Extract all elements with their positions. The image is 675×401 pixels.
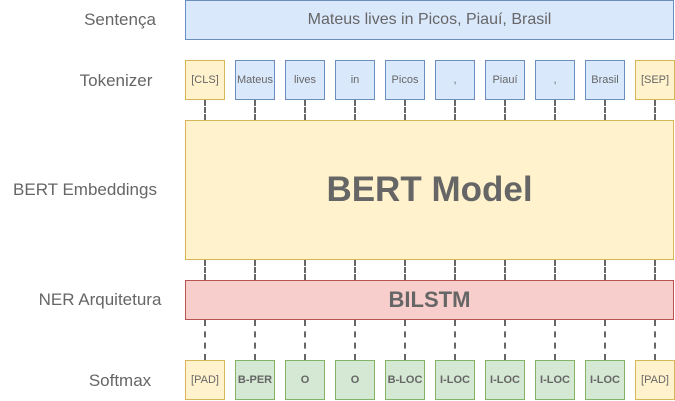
output-tag-label: [PAD] [641, 374, 669, 386]
output-tag-box: I-LOC [485, 360, 525, 400]
token-box: , [435, 60, 475, 100]
dashed-connector [404, 320, 406, 360]
output-tag-box: O [285, 360, 325, 400]
row-label-ner: NER Arquitetura [38, 290, 162, 309]
bert-model-box: BERT Model [185, 120, 674, 260]
dashed-connector [304, 260, 306, 280]
token-label: [CLS] [191, 74, 219, 86]
dashed-connector [454, 100, 456, 120]
dashed-connector [254, 260, 256, 280]
dashed-connector [454, 320, 456, 360]
token-label: lives [293, 74, 316, 86]
dashed-connector [604, 100, 606, 120]
sentence-box: Mateus lives in Picos, Piauí, Brasil [185, 0, 674, 40]
bert-model-label: BERT Model [326, 170, 533, 209]
dashed-connector [504, 260, 506, 280]
output-tag-box: O [335, 360, 375, 400]
dashed-connector [554, 320, 556, 360]
token-box: Piauí [485, 60, 525, 100]
dashed-connector [354, 320, 356, 360]
token-label: [SEP] [640, 74, 670, 86]
token-box: [SEP] [635, 60, 675, 100]
dashed-connector [304, 320, 306, 360]
dashed-connector [654, 260, 656, 280]
output-tag-box: [PAD] [185, 360, 225, 400]
dashed-connector [654, 320, 656, 360]
output-tag-label: I-LOC [590, 374, 620, 386]
output-tag-box: I-LOC [585, 360, 625, 400]
row-label-embeddings: BERT Embeddings [13, 180, 157, 199]
token-label: Mateus [236, 74, 274, 86]
token-box: Mateus [235, 60, 275, 100]
output-tag-box: [PAD] [635, 360, 675, 400]
token-box: Picos [385, 60, 425, 100]
output-tag-box: B-PER [235, 360, 275, 400]
dashed-connector [404, 260, 406, 280]
token-box: in [335, 60, 375, 100]
output-tag-label: B-PER [237, 374, 273, 386]
dashed-connector [554, 260, 556, 280]
sentence-text: Mateus lives in Picos, Piauí, Brasil [307, 11, 552, 28]
output-tag-label: [PAD] [191, 374, 219, 386]
row-label-tokenizer: Tokenizer [79, 71, 153, 90]
token-box: lives [285, 60, 325, 100]
dashed-connector [354, 100, 356, 120]
row-label-sentence: Sentença [84, 10, 156, 29]
dashed-connector [504, 100, 506, 120]
output-tag-box: I-LOC [435, 360, 475, 400]
dashed-connector [404, 100, 406, 120]
dashed-connector [304, 100, 306, 120]
bilstm-label: BILSTM [388, 287, 471, 312]
dashed-connector [654, 100, 656, 120]
output-tag-box: I-LOC [535, 360, 575, 400]
output-tag-label: I-LOC [490, 374, 520, 386]
dashed-connector [604, 260, 606, 280]
token-box: Brasil [585, 60, 625, 100]
dashed-connector [204, 320, 206, 360]
dashed-connector [204, 260, 206, 280]
token-label: , [453, 74, 457, 86]
output-tag-box: B-LOC [385, 360, 425, 400]
token-box: , [535, 60, 575, 100]
token-label: Picos [391, 74, 419, 86]
output-tag-label: B-LOC [387, 374, 423, 386]
token-label: Piauí [492, 74, 518, 86]
output-tag-label: I-LOC [540, 374, 570, 386]
output-tag-label: O [350, 374, 360, 386]
dashed-connector [354, 260, 356, 280]
output-tag-label: O [300, 374, 310, 386]
dashed-connector [554, 100, 556, 120]
row-label-softmax: Softmax [88, 371, 152, 390]
dashed-connector [454, 260, 456, 280]
bilstm-box: BILSTM [185, 280, 674, 320]
token-label: , [553, 74, 557, 86]
dashed-connector [254, 100, 256, 120]
dashed-connector [504, 320, 506, 360]
output-tag-label: I-LOC [440, 374, 470, 386]
token-label: in [350, 74, 360, 86]
dashed-connector [254, 320, 256, 360]
dashed-connector [204, 100, 206, 120]
dashed-connector [604, 320, 606, 360]
token-label: Brasil [591, 74, 619, 86]
token-box: [CLS] [185, 60, 225, 100]
